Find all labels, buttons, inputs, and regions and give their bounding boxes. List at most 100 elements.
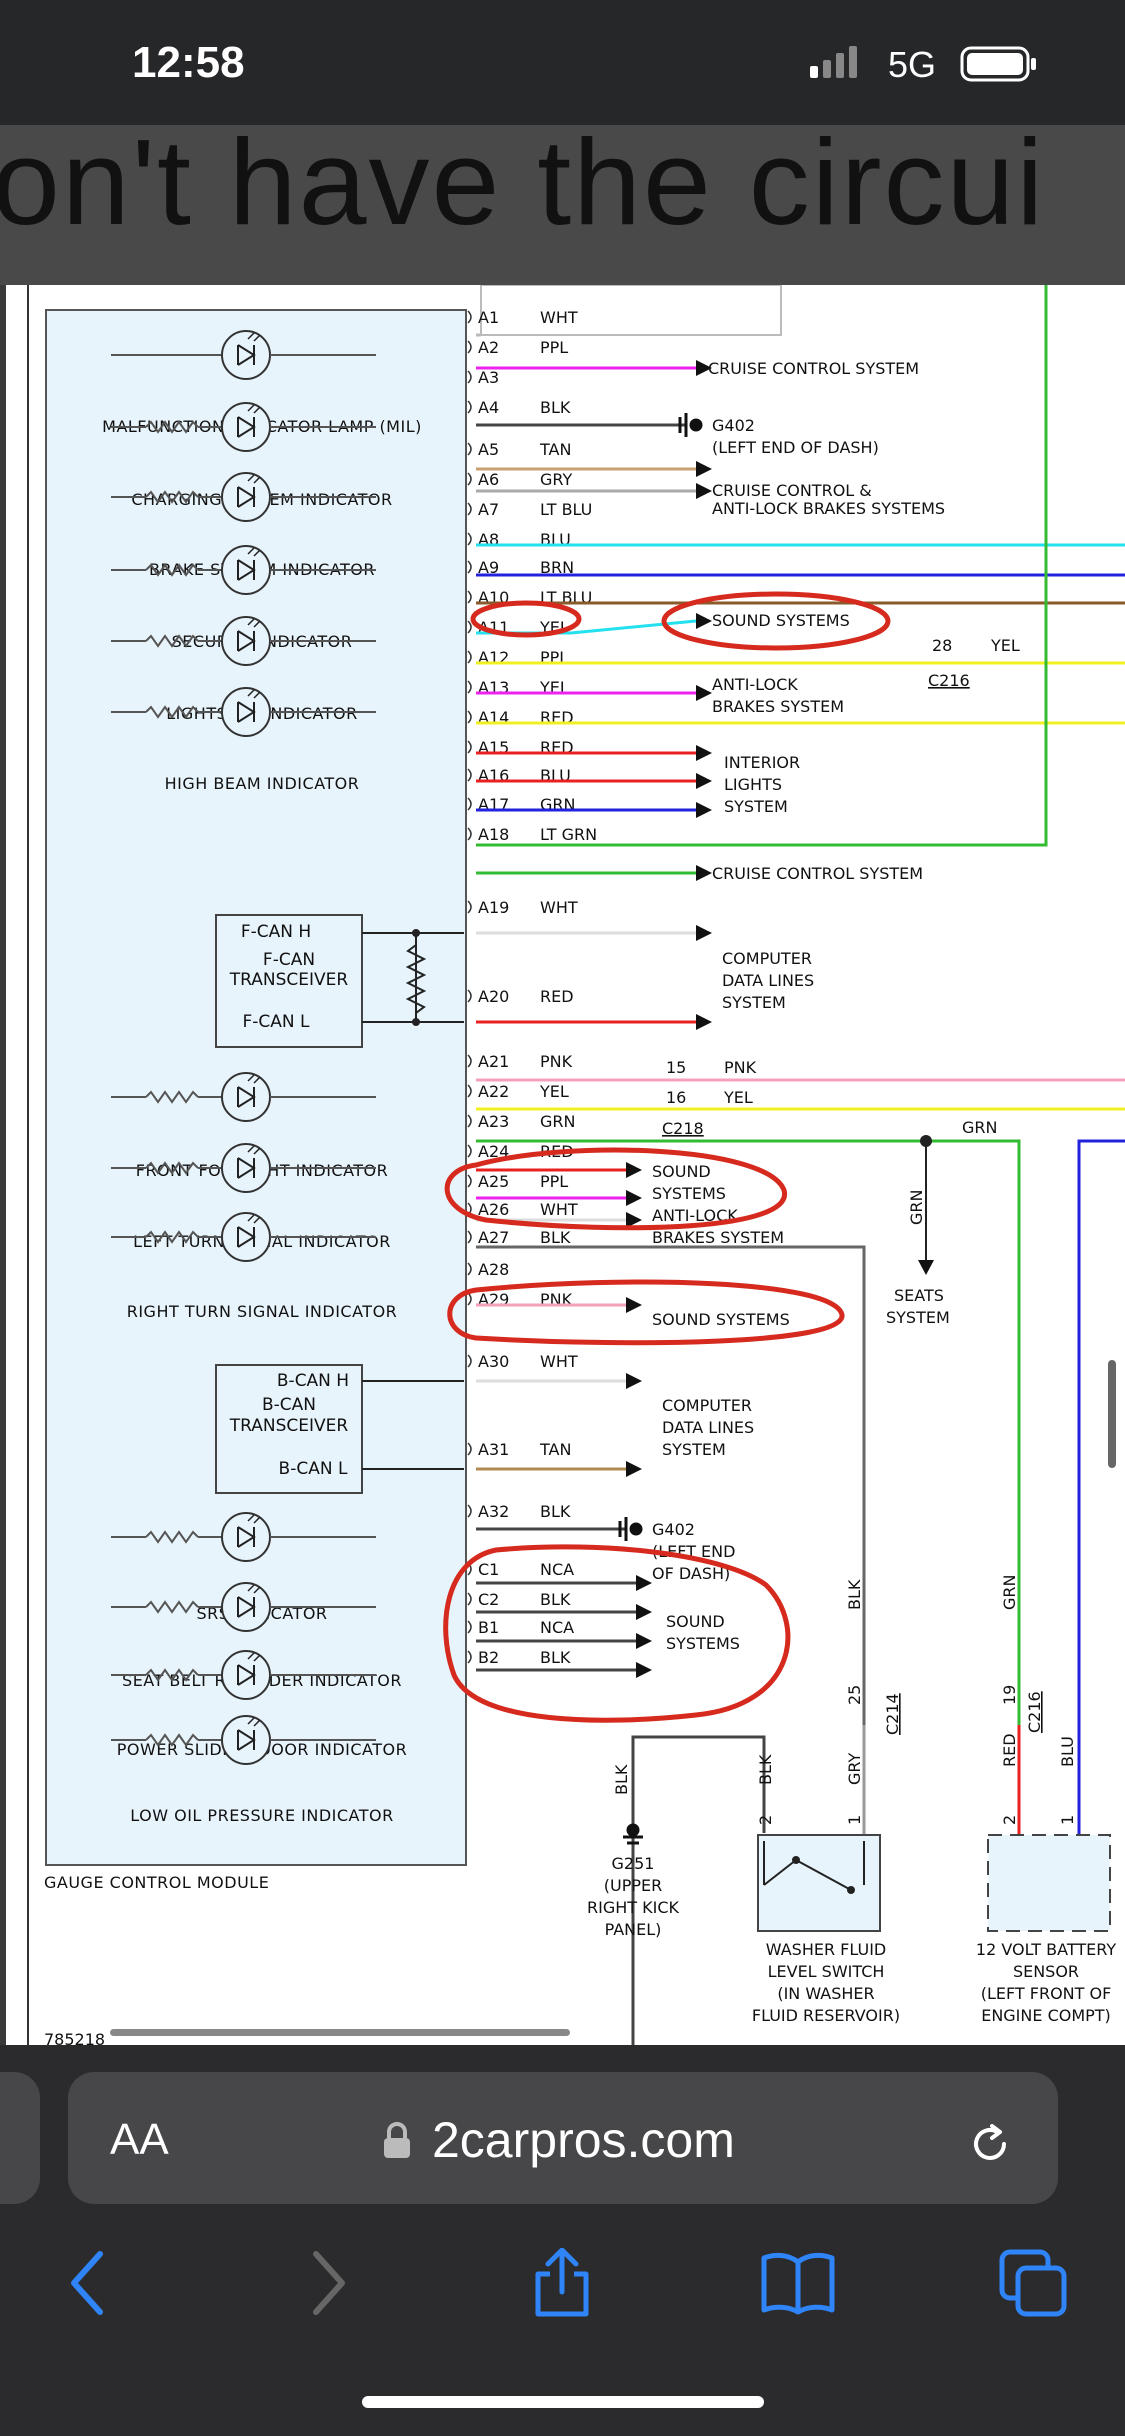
arrowhead [626,1162,642,1178]
svg-text:PNK: PNK [724,1058,757,1077]
svg-text:(UPPER: (UPPER [604,1876,662,1895]
wires [476,285,1125,2045]
network-type: 5G [888,44,937,85]
svg-text:SYSTEMS: SYSTEMS [666,1634,740,1653]
arrowhead [696,745,712,761]
svg-text:1: 1 [845,1815,864,1825]
svg-text:SYSTEM: SYSTEM [722,993,786,1012]
indicator-lamp: LOW OIL PRESSURE INDICATOR [111,1715,393,1825]
svg-text:RIGHT KICK: RIGHT KICK [587,1898,680,1917]
article-heading: on't have the circui [0,114,1046,250]
back-icon[interactable] [64,2248,112,2318]
svg-text:TRANSCEIVER: TRANSCEIVER [229,970,349,990]
home-indicator [362,2396,764,2408]
svg-text:LIGHTS: LIGHTS [724,775,782,794]
svg-text:SENSOR: SENSOR [1013,1962,1079,1981]
svg-text:2: 2 [1000,1815,1019,1825]
url-text[interactable]: 2carpros.com [432,2112,735,2168]
svg-text:A24: A24 [478,1142,509,1161]
svg-text:FLUID RESERVOIR): FLUID RESERVOIR) [752,2006,900,2025]
indicator-lamp: BRAKE SYSTEM INDICATOR [111,472,376,579]
svg-text:A26: A26 [478,1200,509,1219]
arrowhead [696,802,712,818]
bookmarks-icon[interactable] [760,2248,836,2318]
arrowhead [696,360,712,376]
svg-text:YEL: YEL [539,1082,569,1101]
svg-text:A31: A31 [478,1440,509,1459]
tabs-icon[interactable] [998,2248,1070,2318]
svg-text:A27: A27 [478,1228,509,1247]
svg-text:BLK: BLK [540,1590,571,1609]
svg-text:B-CAN H: B-CAN H [277,1371,349,1391]
lock-icon [384,2122,410,2158]
svg-text:BLK: BLK [845,1579,864,1610]
svg-text:BRAKES SYSTEM: BRAKES SYSTEM [652,1228,784,1247]
address-bar[interactable] [68,2072,1058,2204]
pin-a3: A3 [467,368,499,387]
svg-text:GRN: GRN [1000,1575,1019,1610]
battery-icon [960,46,1036,82]
vertical-scrollbar[interactable] [1108,1360,1116,1468]
svg-text:PPL: PPL [540,1172,568,1191]
pin-a28: A28 [467,1260,509,1279]
svg-text:A7: A7 [478,500,499,519]
horizontal-scrollbar[interactable] [110,2029,570,2036]
svg-text:DATA LINES: DATA LINES [722,971,814,990]
svg-text:F-CAN: F-CAN [263,950,315,970]
svg-text:LEVEL SWITCH: LEVEL SWITCH [768,1962,885,1981]
reload-icon[interactable] [964,2118,1016,2170]
svg-text:GRY: GRY [845,1753,864,1785]
svg-text:SYSTEMS: SYSTEMS [652,1184,726,1203]
svg-text:COMPUTER: COMPUTER [722,949,812,968]
arrowhead [696,483,712,499]
svg-text:A20: A20 [478,987,509,1006]
arrowhead [696,461,712,477]
indicator-lamp: RIGHT TURN SIGNAL INDICATOR [111,1212,397,1321]
svg-text:A3: A3 [478,368,499,387]
battery-sensor-box [987,1834,1111,1932]
svg-text:B-CAN: B-CAN [262,1395,316,1415]
page-settings-button[interactable]: AA [110,2115,169,2164]
svg-text:A4: A4 [478,398,499,417]
forward-icon[interactable] [304,2248,352,2318]
status-time: 12:58 [132,38,245,87]
share-icon[interactable] [530,2248,594,2318]
svg-text:A21: A21 [478,1052,509,1071]
svg-text:SYSTEM: SYSTEM [886,1308,950,1327]
svg-text:2: 2 [756,1815,775,1825]
previous-tab-preview[interactable] [0,2072,40,2204]
svg-text:CRUISE CONTROL &: CRUISE CONTROL & [712,481,872,500]
svg-text:CRUISE CONTROL SYSTEM: CRUISE CONTROL SYSTEM [712,864,923,883]
svg-text:NCA: NCA [540,1560,574,1579]
svg-text:GRN: GRN [907,1190,926,1225]
svg-text:SOUND SYSTEMS: SOUND SYSTEMS [712,611,850,630]
svg-text:A30: A30 [478,1352,509,1371]
arrowhead [626,1212,642,1228]
indicator-lamps: MALFUNCTION INDICATOR LAMP (MIL)CHARGING… [102,330,421,1825]
arrowhead [918,1260,934,1275]
svg-text:PPL: PPL [540,338,568,357]
svg-text:ANTI-LOCK: ANTI-LOCK [652,1206,738,1225]
svg-text:F-CAN L: F-CAN L [242,1012,310,1032]
svg-text:C218: C218 [662,1119,704,1138]
heading-band [0,125,1125,285]
svg-text:(IN WASHER: (IN WASHER [777,1984,874,2003]
svg-text:TRANSCEIVER: TRANSCEIVER [229,1416,349,1436]
arrowhead [696,865,712,881]
svg-text:16: 16 [666,1088,686,1107]
washer-fluid-switch [757,1834,881,1932]
indicator-lamp: LIGHTS-ON INDICATOR [111,616,376,723]
svg-text:WHT: WHT [540,1200,578,1219]
svg-text:28: 28 [932,636,952,655]
wiring-diagram-image[interactable]: MALFUNCTION INDICATOR LAMP (MIL)CHARGING… [6,285,1125,2045]
